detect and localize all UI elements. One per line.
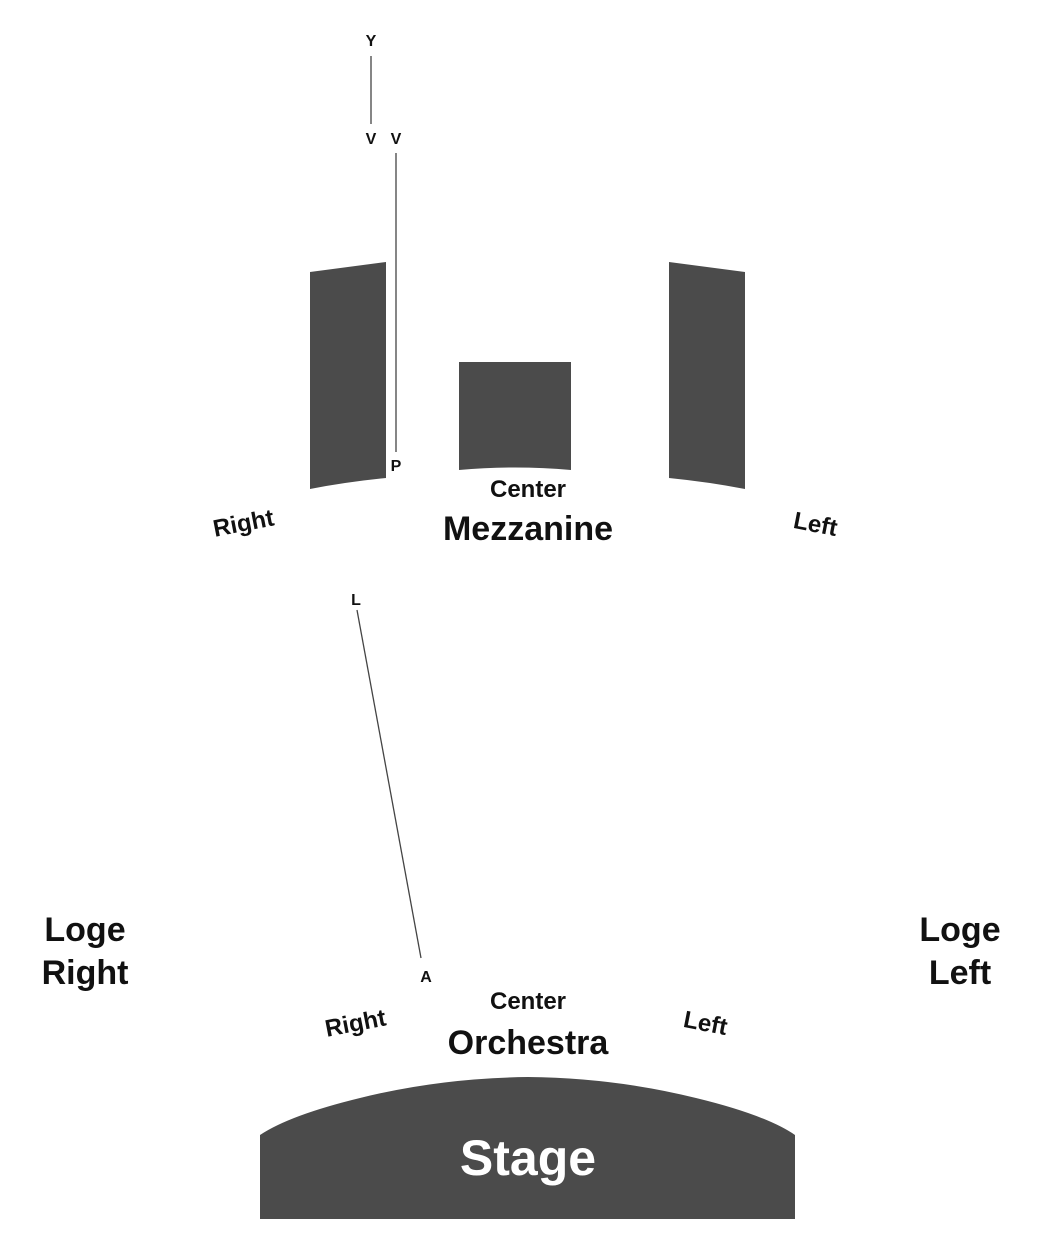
orchestra-right-row-line <box>356 609 422 959</box>
mezzanine-row-label-v-inner: V <box>391 131 402 148</box>
mezzanine-title: Mezzanine <box>443 510 613 548</box>
stage-label: Stage <box>460 1130 596 1186</box>
orchestra-left-label: Left <box>681 1006 729 1041</box>
mezzanine-left-section[interactable] <box>669 262 745 489</box>
mezzanine-row-label-y: Y <box>366 33 377 50</box>
orchestra-right-label: Right <box>323 1005 388 1043</box>
orchestra-center-label: Center <box>490 988 566 1015</box>
stage <box>260 1077 795 1219</box>
mezzanine-center-label: Center <box>490 476 566 503</box>
mezzanine-row-label-p: P <box>391 458 402 475</box>
mezzanine-right-section[interactable] <box>310 262 386 489</box>
mezzanine-left-label: Left <box>791 507 839 542</box>
loge-right-label-line2: Right <box>42 954 129 992</box>
loge-left-label-line1: Loge <box>919 911 1000 949</box>
orchestra-title: Orchestra <box>448 1024 610 1062</box>
loge-left-label-line2: Left <box>929 954 991 992</box>
mezzanine-row-label-v-outer: V <box>366 131 377 148</box>
mezzanine-right-label: Right <box>211 505 276 543</box>
loge-right-label-line1: Loge <box>44 911 125 949</box>
orchestra-row-label-a: A <box>420 969 432 986</box>
orchestra-row-label-l: L <box>351 592 361 609</box>
mezzanine-center-section[interactable] <box>459 362 571 470</box>
